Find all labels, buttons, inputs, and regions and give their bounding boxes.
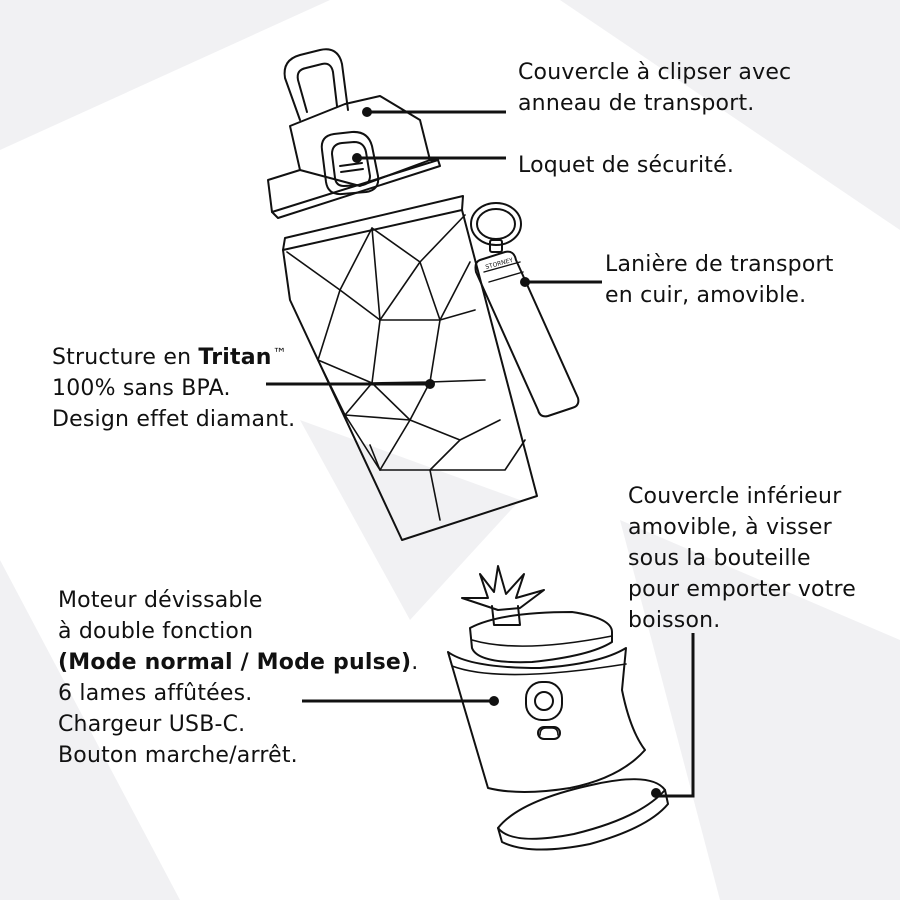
bottle-outline [282,209,538,541]
leader-lines [266,110,695,798]
bottom-cap-label: Couvercle inférieur amovible, à visser s… [628,481,856,636]
body-label-line3: Design effet diamant. [52,407,296,432]
motor-label-modes-suffix: . [411,650,419,675]
strap-band [474,250,580,418]
strap-ring-clip [489,239,503,253]
strap-ring-icon [470,202,522,246]
lid-label-line2: anneau de transport. [518,91,755,116]
motor-label-line4: 6 lames affûtées. [58,681,253,706]
latch-label-line1: Loquet de sécurité. [518,153,735,178]
strap-label: Lanière de transport en cuir, amovible. [605,249,834,311]
bottom-cap-label-line3: sous la bouteille [628,546,811,571]
bottom-cap-top [497,778,666,840]
strap-label-line2: en cuir, amovible. [605,283,807,308]
motor-label-line1: Moteur dévissable [58,588,263,613]
latch-inner [331,141,371,187]
bottom-cap-label-line4: pour emporter votre [628,577,857,602]
strap-illustration [470,202,580,418]
bottom-cap-label-line1: Couvercle inférieur [628,484,842,509]
body-label-trademark: ™ [272,346,287,362]
motor-label-line3: (Mode normal / Mode pulse). [58,647,418,678]
bottom-cap-label-line2: amovible, à visser [628,515,832,540]
diamond-facets [286,214,526,521]
body-label-tritan: Tritan [198,345,272,370]
body-label-line1: Structure en Tritan™ [52,339,295,373]
latch-label: Loquet de sécurité. [518,150,734,181]
bottom-cap-label-line5: boisson. [628,608,721,633]
motor-label-line2: à double fonction [58,619,254,644]
motor-label-line6: Bouton marche/arrêt. [58,743,298,768]
blades-icon [461,565,545,611]
power-button-icon [525,681,563,740]
lid-label-line1: Couvercle à clipser avec [518,60,792,85]
motor-label-modes: (Mode normal / Mode pulse) [58,650,412,675]
lid-rim-lower [271,159,441,219]
strap-ring-inner [476,208,516,240]
motor-label-line5: Chargeur USB-C. [58,712,246,737]
motor-illustration [447,565,646,793]
lid-illustration [267,48,441,219]
body-label-line2: 100% sans BPA. [52,376,231,401]
bottom-cap-illustration [497,778,669,851]
latch-icon [320,130,380,196]
carry-ring-inner [296,62,338,113]
bottom-cap-leader [656,633,695,798]
motor-label: Moteur dévissable à double fonction (Mod… [58,585,418,771]
bottle-body-illustration [282,195,538,541]
body-label: Structure en Tritan™ 100% sans BPA. Desi… [52,339,295,435]
lid-top [289,95,431,187]
leader-dots [352,107,661,798]
bottom-cap-side [497,789,669,851]
lid-label: Couvercle à clipser avec anneau de trans… [518,57,791,119]
strap-label-line1: Lanière de transport [605,252,834,277]
carry-ring-icon [283,48,349,121]
strap-tag-text: STORNEY [485,257,514,271]
motor-body [447,647,646,793]
motor-top-ring [469,611,613,664]
body-label-prefix: Structure en [52,345,199,370]
